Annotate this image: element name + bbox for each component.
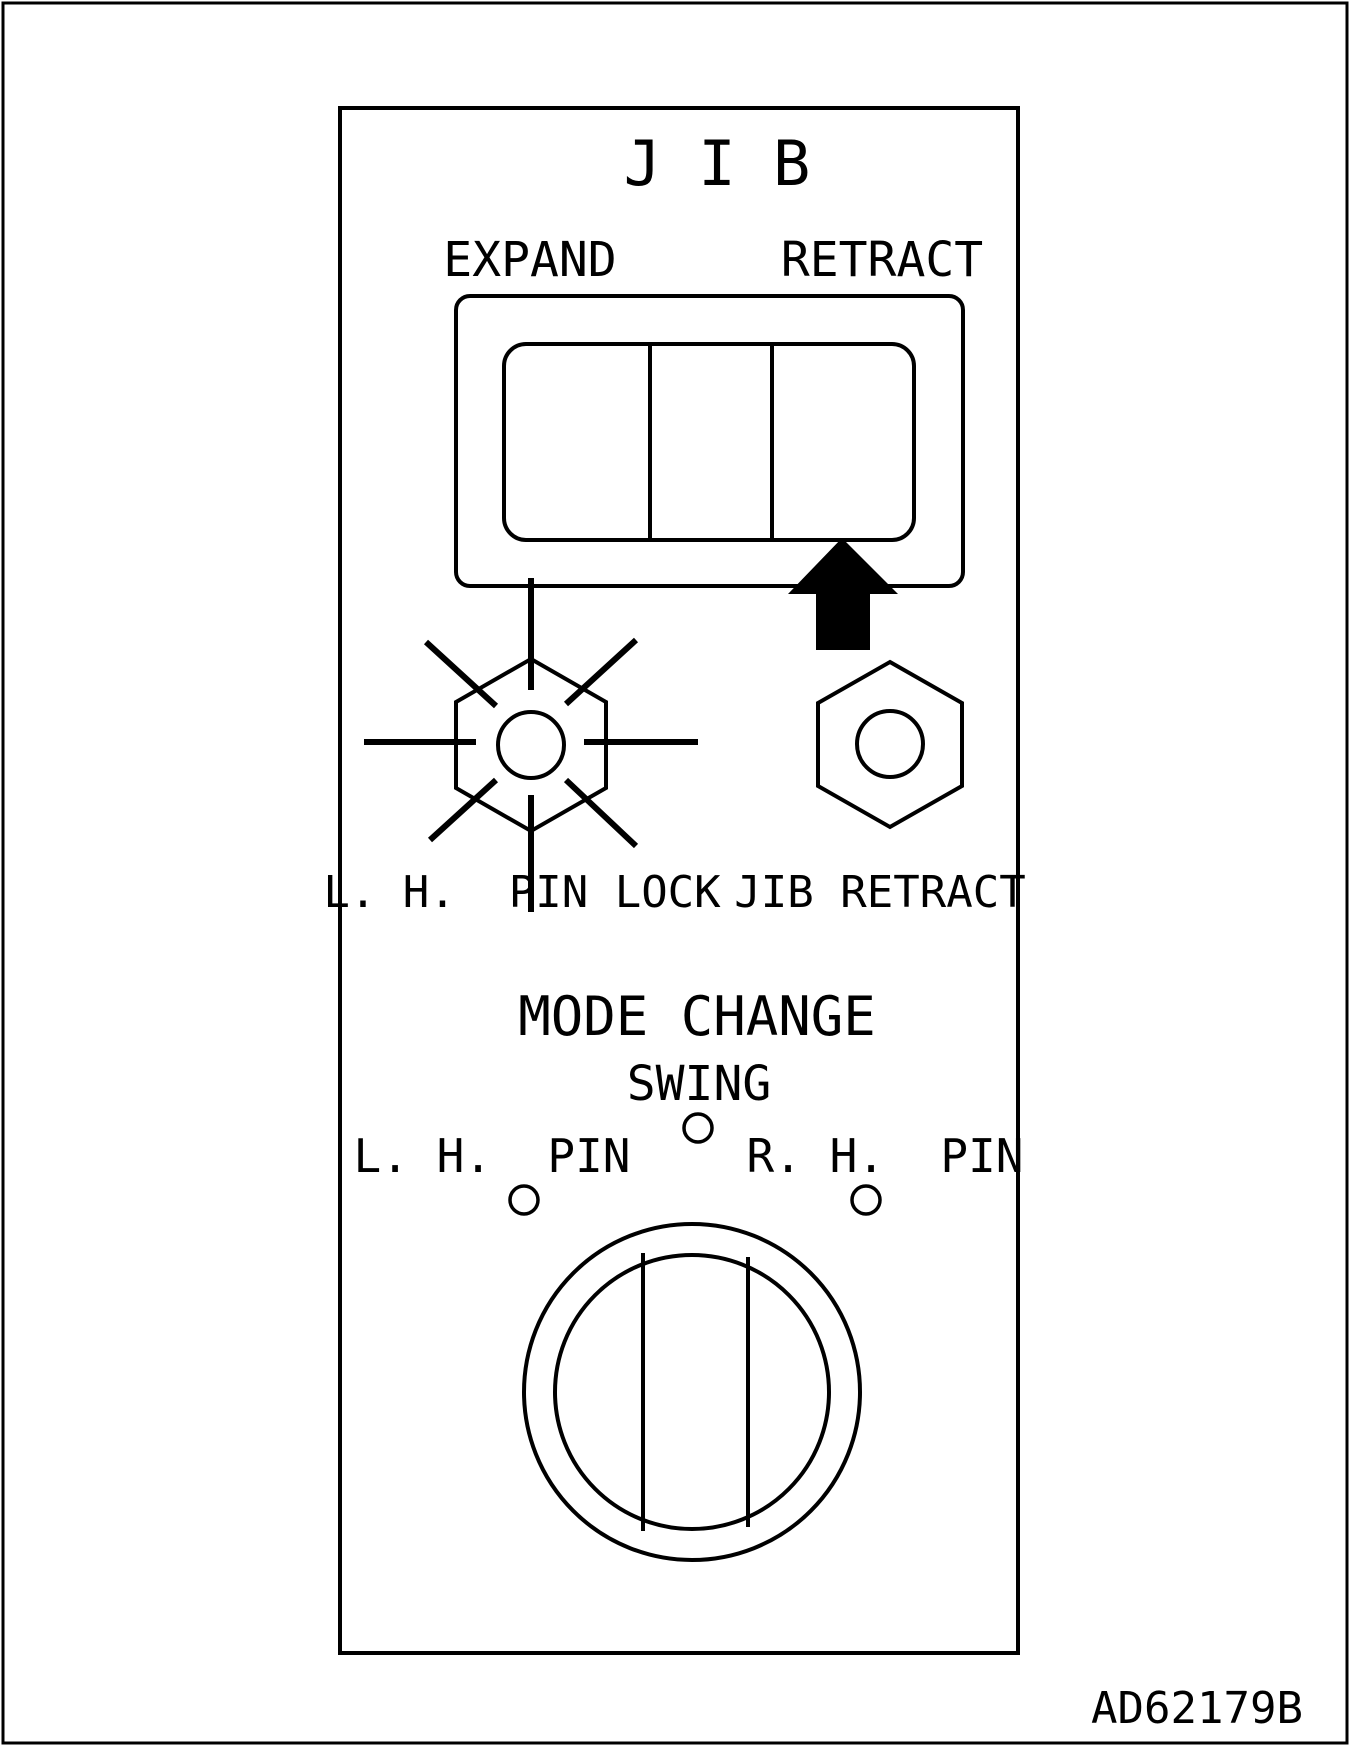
rocker-retract-label: RETRACT [781, 232, 983, 288]
mode-change-title: MODE CHANGE [518, 985, 876, 1048]
mode-lh-pin-label: L. H. PIN [354, 1129, 631, 1183]
lamp-lens-left [496, 710, 566, 780]
rocker-paddle[interactable] [502, 342, 916, 542]
lh-pin-lock-label: L. H. PIN LOCK [323, 867, 721, 918]
lamp-lens-right [855, 709, 925, 779]
mode-swing-label: SWING [627, 1056, 772, 1112]
jib-retract-label: JIB RETRACT [734, 867, 1025, 918]
rocker-bezel [454, 294, 965, 588]
knob-inner-ring[interactable] [553, 1253, 831, 1531]
mode-rotary-knob[interactable] [522, 1222, 862, 1562]
position-dot-rh-pin [850, 1184, 882, 1216]
panel-plate [338, 106, 1020, 1655]
position-dot-lh-pin [508, 1184, 540, 1216]
panel-title: J I B [624, 127, 811, 200]
figure-code: AD62179B [1091, 1683, 1303, 1734]
knob-outer-ring [522, 1222, 862, 1562]
jib-retract-lamp [816, 659, 964, 830]
up-arrow-icon [788, 538, 898, 650]
jib-rocker-switch[interactable] [454, 294, 965, 588]
lh-pin-lock-lamp [364, 578, 698, 912]
lamp-hex-right [816, 659, 964, 830]
rocker-expand-label: EXPAND [443, 232, 616, 288]
position-dot-swing [682, 1112, 714, 1144]
mode-rh-pin-label: R. H. PIN [747, 1129, 1024, 1183]
lit-rays-icon [364, 578, 698, 912]
